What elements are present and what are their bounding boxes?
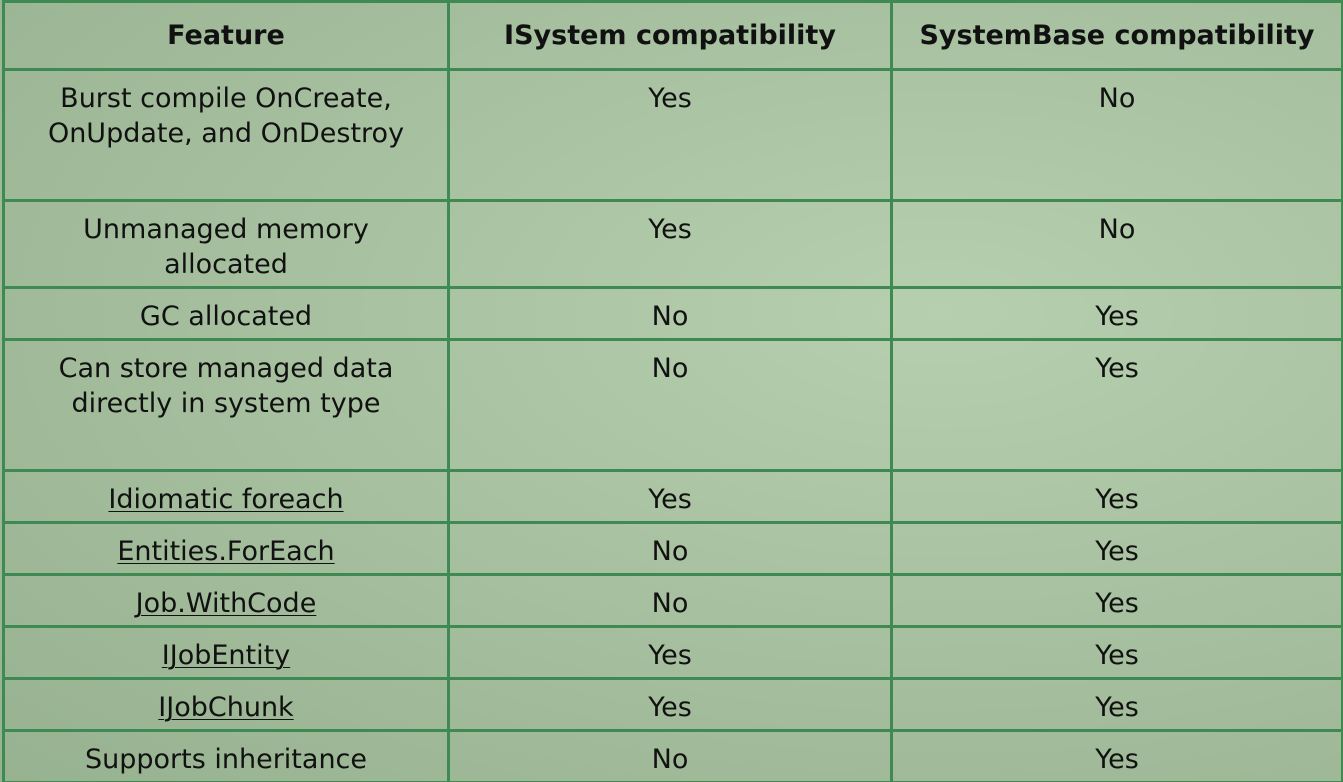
isystem-cell: Yes <box>447 677 893 732</box>
systembase-cell: No <box>890 68 1343 202</box>
feature-link-idiomatic-foreach[interactable]: Idiomatic foreach <box>108 484 344 515</box>
systembase-cell: Yes <box>890 625 1343 680</box>
systembase-cell: No <box>890 199 1343 289</box>
table-header-row: Feature ISystem compatibility SystemBase… <box>2 0 1343 71</box>
isystem-cell: No <box>447 729 893 782</box>
feature-cell: Unmanaged memory allocated <box>2 199 450 289</box>
feature-cell: Entities.ForEach <box>2 521 450 576</box>
isystem-cell: No <box>447 286 893 341</box>
feature-cell: Job.WithCode <box>2 573 450 628</box>
table-row: Idiomatic foreach Yes Yes <box>2 469 1343 524</box>
feature-link-job-withcode[interactable]: Job.WithCode <box>135 588 317 619</box>
feature-label: Supports inheritance <box>84 744 368 775</box>
feature-cell: Idiomatic foreach <box>2 469 450 524</box>
feature-cell: IJobChunk <box>2 677 450 732</box>
systembase-cell: Yes <box>890 338 1343 472</box>
feature-label: Burst compile OnCreate, OnUpdate, and On… <box>47 83 405 149</box>
feature-cell: Supports inheritance <box>2 729 450 782</box>
isystem-cell: No <box>447 338 893 472</box>
isystem-cell: Yes <box>447 68 893 202</box>
table-row: Supports inheritance No Yes <box>2 729 1343 782</box>
column-header-isystem: ISystem compatibility <box>447 0 893 71</box>
systembase-cell: Yes <box>890 677 1343 732</box>
feature-cell: GC allocated <box>2 286 450 341</box>
feature-link-entities-foreach[interactable]: Entities.ForEach <box>117 536 335 567</box>
isystem-cell: Yes <box>447 469 893 524</box>
systembase-cell: Yes <box>890 286 1343 341</box>
isystem-cell: Yes <box>447 625 893 680</box>
column-header-feature: Feature <box>2 0 450 71</box>
systembase-cell: Yes <box>890 469 1343 524</box>
feature-link-ijobchunk[interactable]: IJobChunk <box>158 692 294 723</box>
table-row: IJobChunk Yes Yes <box>2 677 1343 732</box>
table-row: Job.WithCode No Yes <box>2 573 1343 628</box>
isystem-cell: No <box>447 521 893 576</box>
table-row: Burst compile OnCreate, OnUpdate, and On… <box>2 68 1343 202</box>
column-header-systembase: SystemBase compatibility <box>890 0 1343 71</box>
table-row: GC allocated No Yes <box>2 286 1343 341</box>
feature-label: Can store managed data directly in syste… <box>58 353 394 419</box>
table-row: Entities.ForEach No Yes <box>2 521 1343 576</box>
table-row: Unmanaged memory allocated Yes No <box>2 199 1343 289</box>
feature-cell: Can store managed data directly in syste… <box>2 338 450 472</box>
feature-label: GC allocated <box>139 301 313 332</box>
feature-link-ijobentity[interactable]: IJobEntity <box>161 640 291 671</box>
systembase-cell: Yes <box>890 521 1343 576</box>
isystem-cell: No <box>447 573 893 628</box>
feature-cell: IJobEntity <box>2 625 450 680</box>
systembase-cell: Yes <box>890 573 1343 628</box>
table-row: IJobEntity Yes Yes <box>2 625 1343 680</box>
table-row: Can store managed data directly in syste… <box>2 338 1343 472</box>
isystem-cell: Yes <box>447 199 893 289</box>
feature-cell: Burst compile OnCreate, OnUpdate, and On… <box>2 68 450 202</box>
systembase-cell: Yes <box>890 729 1343 782</box>
feature-label: Unmanaged memory allocated <box>83 214 369 280</box>
